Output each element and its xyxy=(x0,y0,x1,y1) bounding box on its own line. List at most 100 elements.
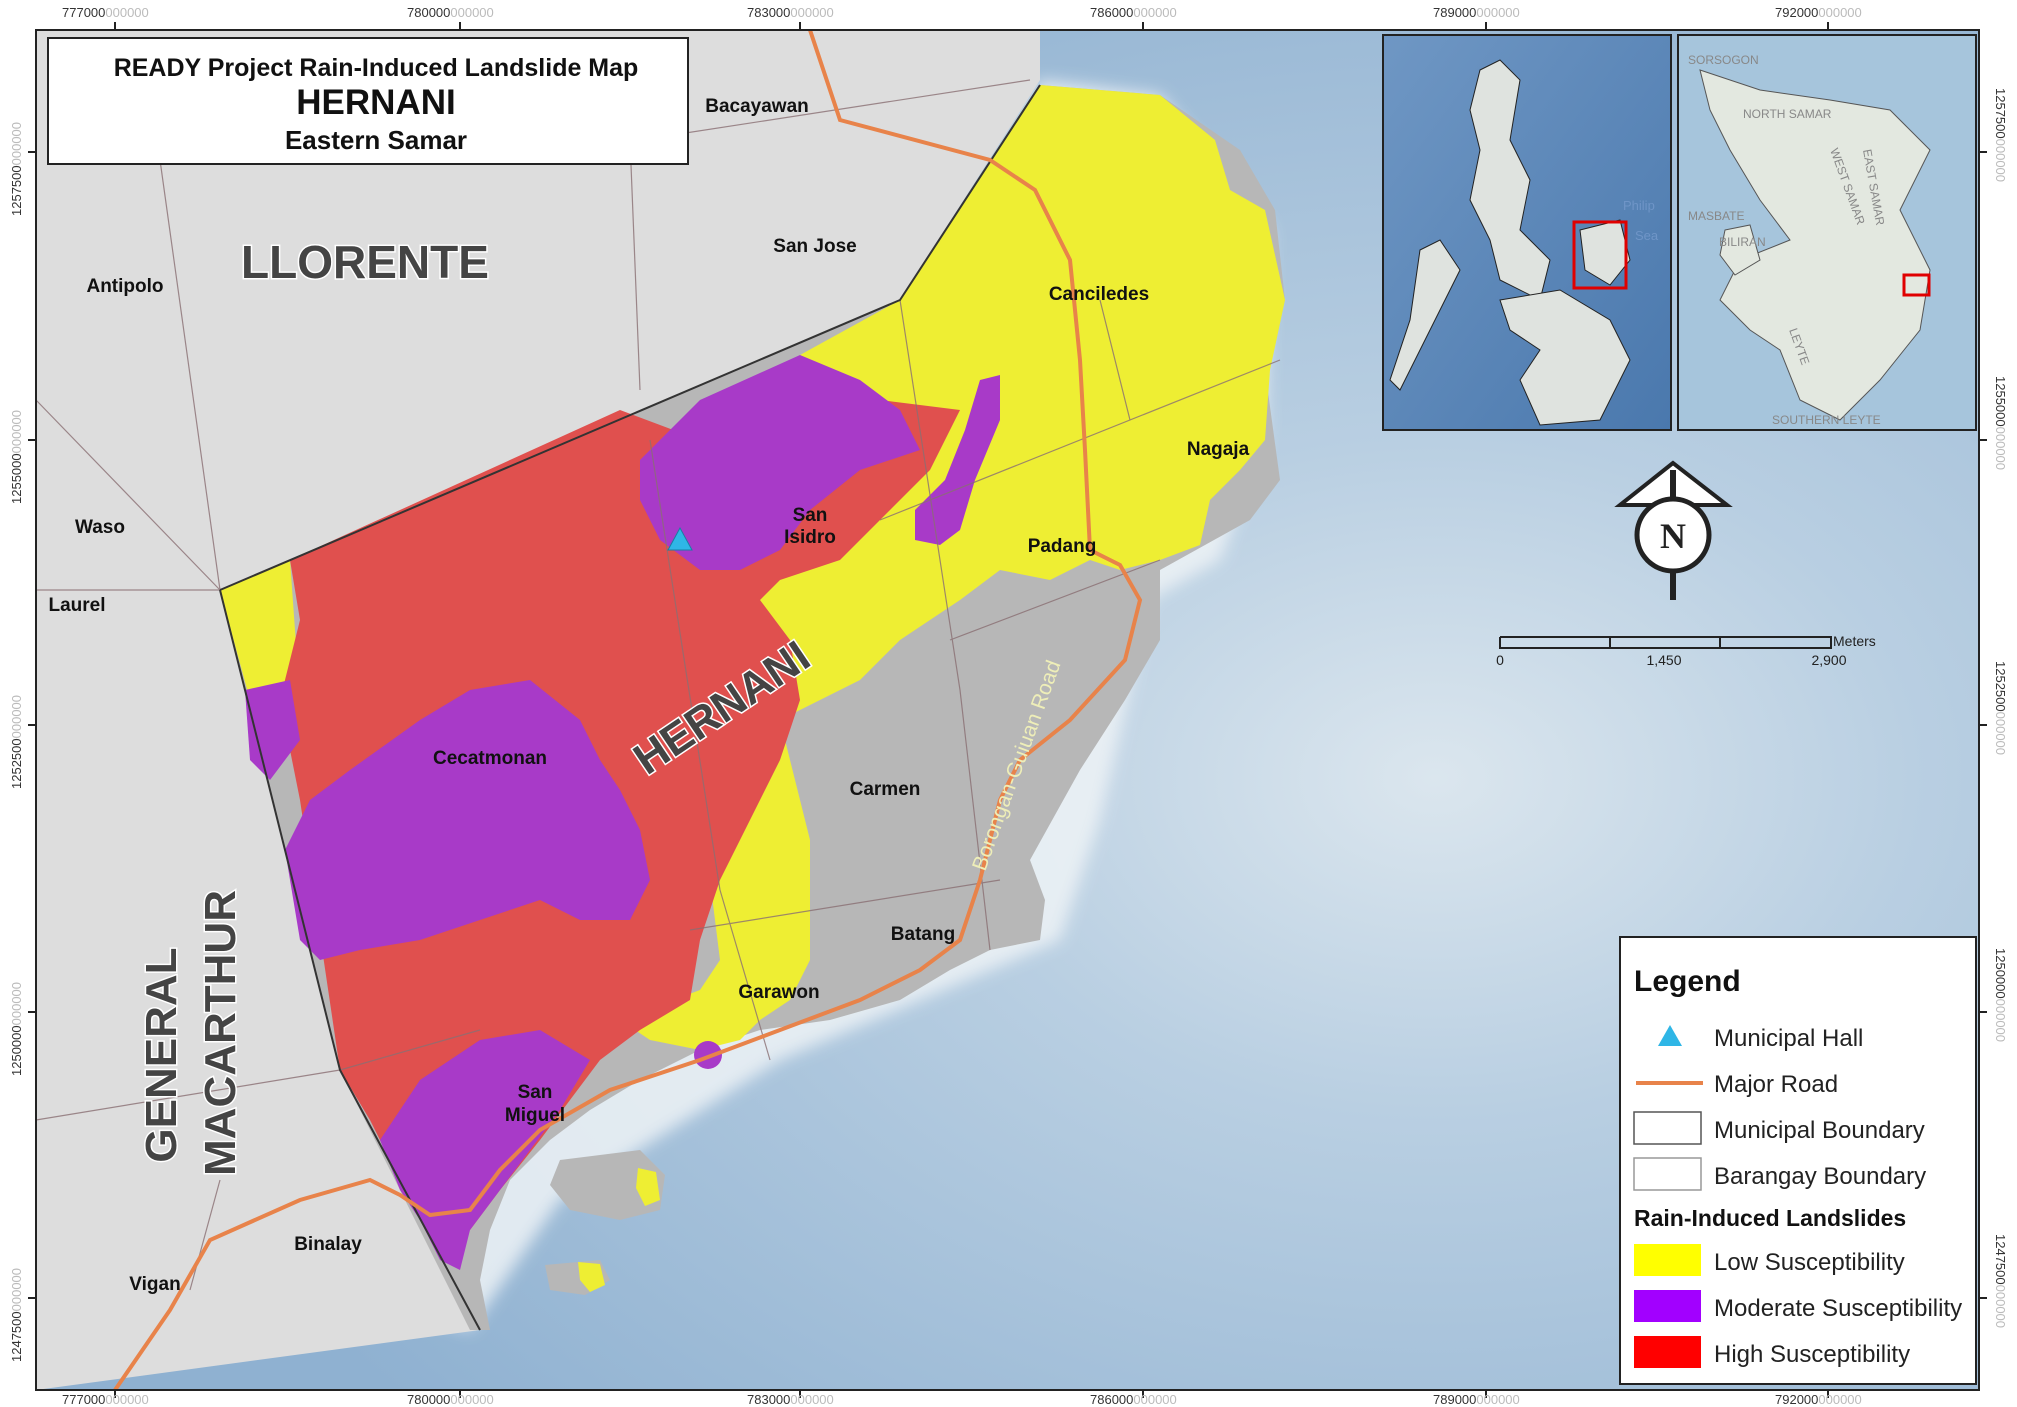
municipality-label-macarthur: MACARTHUR xyxy=(196,890,245,1176)
coord-top-x-0: 777000000000 xyxy=(62,5,149,20)
legend-subtitle: Rain-Induced Landslides xyxy=(1634,1205,1906,1231)
municipality-label-general: GENERAL xyxy=(137,947,186,1162)
scale-bar: Meters 0 1,450 2,900 xyxy=(1496,633,1876,668)
frame-ticks xyxy=(28,22,1987,1398)
barangay-label-carmen: Carmen xyxy=(850,779,921,800)
barangay-label-bacayawan: Bacayawan xyxy=(705,96,809,117)
coord-bottom-x-4: 789000000000 xyxy=(1433,1392,1520,1407)
coord-right-y-0: 1257500000000 xyxy=(1993,88,2008,182)
coord-left-y-2: 1252500000000 xyxy=(9,695,24,789)
moderate-area-east-finger xyxy=(915,375,1000,545)
coord-top-x-1: 780000000000 xyxy=(407,5,494,20)
moderate-area-north xyxy=(640,355,920,570)
inset-extent-box-samar xyxy=(1572,220,1628,290)
coord-labels-top: 777000000000 780000000000 783000000000 7… xyxy=(62,5,1862,20)
scale-tick-2: 2,900 xyxy=(1811,652,1846,668)
coord-left-y-0: 1257500000000 xyxy=(9,122,24,216)
inset-label-masbate: MASBATE xyxy=(1688,209,1744,223)
low-susceptibility-area xyxy=(620,85,1285,1050)
barangay-label-padang: Padang xyxy=(1028,536,1097,557)
north-letter: N xyxy=(1660,516,1686,556)
legend-municipal-boundary-symbol xyxy=(1633,1111,1702,1145)
scale-tick-1: 1,450 xyxy=(1646,652,1681,668)
barangay-label-laurel: Laurel xyxy=(48,595,105,616)
legend-municipal-hall-symbol xyxy=(1658,1025,1682,1046)
legend-moderate-swatch xyxy=(1634,1290,1701,1322)
map-frame xyxy=(35,29,1980,1391)
legend-major-road-label: Major Road xyxy=(1714,1071,1838,1098)
moderate-area-west xyxy=(245,680,300,780)
inset-label-sorsogon: SORSOGON xyxy=(1688,53,1759,67)
legend-low-label: Low Susceptibility xyxy=(1714,1249,1905,1276)
title-block: READY Project Rain-Induced Landslide Map… xyxy=(47,37,689,165)
scale-tick-0: 0 xyxy=(1496,652,1504,668)
legend-municipal-hall-label: Municipal Hall xyxy=(1714,1025,1863,1052)
barangay-label-san-miguel-2: Miguel xyxy=(505,1105,565,1126)
coord-bottom-x-2: 783000000000 xyxy=(747,1392,834,1407)
title-line-3: Eastern Samar xyxy=(285,125,467,155)
title-line-2: HERNANI xyxy=(296,83,455,122)
coord-labels-bottom: 777000000000 780000000000 783000000000 7… xyxy=(62,1392,1862,1407)
coord-right-y-4: 1247500000000 xyxy=(1993,1234,2008,1328)
legend-title: Legend xyxy=(1634,965,1741,998)
barangay-label-waso: Waso xyxy=(75,517,125,538)
coord-labels-right: 1257500000000 1255000000000 125250000000… xyxy=(1993,88,2008,1328)
coord-top-x-3: 786000000000 xyxy=(1090,5,1177,20)
coord-left-y-1: 1255000000000 xyxy=(9,410,24,504)
scale-unit: Meters xyxy=(1833,633,1876,649)
barangay-label-san-jose: San Jose xyxy=(773,236,856,257)
barangay-label-canciledes: Canciledes xyxy=(1049,284,1149,305)
legend-low-swatch xyxy=(1634,1244,1701,1276)
inset-map-samar: SORSOGON NORTH SAMAR WEST SAMAR EAST SAM… xyxy=(1677,34,1977,431)
legend-moderate-label: Moderate Susceptibility xyxy=(1714,1295,1962,1322)
barangay-boundaries xyxy=(35,79,1281,1291)
major-road xyxy=(113,29,1143,1392)
inset-map-philippines: Philip Sea xyxy=(1382,34,1672,431)
moderate-area-south xyxy=(380,1030,590,1270)
legend-high-swatch xyxy=(1634,1336,1701,1368)
inset-sea-label-2: Sea xyxy=(1635,228,1659,243)
coord-left-y-3: 1250000000000 xyxy=(9,982,24,1076)
barangay-label-garawon: Garawon xyxy=(738,982,819,1003)
inset-sea-label-1: Philip xyxy=(1623,198,1655,213)
north-arrow: N xyxy=(1614,460,1733,600)
legend-barangay-boundary-symbol xyxy=(1633,1157,1702,1191)
legend-municipal-boundary-label: Municipal Boundary xyxy=(1714,1117,1925,1144)
municipal-hall-marker[interactable] xyxy=(667,526,693,551)
barangay-labels: Bacayawan San Jose Antipolo Canciledes N… xyxy=(48,96,1249,1295)
coord-right-y-3: 1250000000000 xyxy=(1993,948,2008,1042)
barangay-label-san-miguel-1: San xyxy=(518,1082,553,1103)
coord-bottom-x-0: 777000000000 xyxy=(62,1392,149,1407)
moderate-area-central-band xyxy=(285,680,650,960)
coord-bottom-x-3: 786000000000 xyxy=(1090,1392,1177,1407)
legend-high-label: High Susceptibility xyxy=(1714,1341,1910,1368)
inset-extent-box-hernani xyxy=(1902,273,1931,297)
island-1-low xyxy=(636,1168,660,1206)
coord-left-y-4: 1247500000000 xyxy=(9,1268,24,1362)
barangay-label-antipolo: Antipolo xyxy=(86,276,163,297)
legend-barangay-boundary-label: Barangay Boundary xyxy=(1714,1163,1926,1190)
barangay-label-cecatmonan: Cecatmonan xyxy=(433,748,547,769)
coord-right-y-1: 1255000000000 xyxy=(1993,376,2008,470)
coord-labels-left: 1257500000000 1255000000000 125250000000… xyxy=(9,122,24,1362)
coord-top-x-2: 783000000000 xyxy=(747,5,834,20)
coord-bottom-x-5: 792000000000 xyxy=(1775,1392,1862,1407)
barangay-label-san-isidro-1: San xyxy=(793,505,828,526)
coord-top-x-4: 789000000000 xyxy=(1433,5,1520,20)
inset-label-biliran: BILIRAN xyxy=(1719,235,1766,249)
neighbor-land xyxy=(36,30,1040,1390)
title-line-1: READY Project Rain-Induced Landslide Map xyxy=(114,54,639,82)
coord-bottom-x-1: 780000000000 xyxy=(407,1392,494,1407)
coord-right-y-2: 1252500000000 xyxy=(1993,661,2008,755)
inset-label-north-samar: NORTH SAMAR xyxy=(1743,107,1832,121)
inset-label-southern-leyte: SOUTHERN LEYTE xyxy=(1772,413,1881,427)
barangay-label-binalay: Binalay xyxy=(294,1234,362,1255)
barangay-label-batang: Batang xyxy=(891,924,955,945)
municipal-boundary xyxy=(219,84,1041,1331)
coord-top-x-5: 792000000000 xyxy=(1775,5,1862,20)
barangay-label-vigan: Vigan xyxy=(129,1274,180,1295)
island-2-low xyxy=(578,1262,605,1292)
barangay-label-san-isidro-2: Isidro xyxy=(784,527,836,548)
